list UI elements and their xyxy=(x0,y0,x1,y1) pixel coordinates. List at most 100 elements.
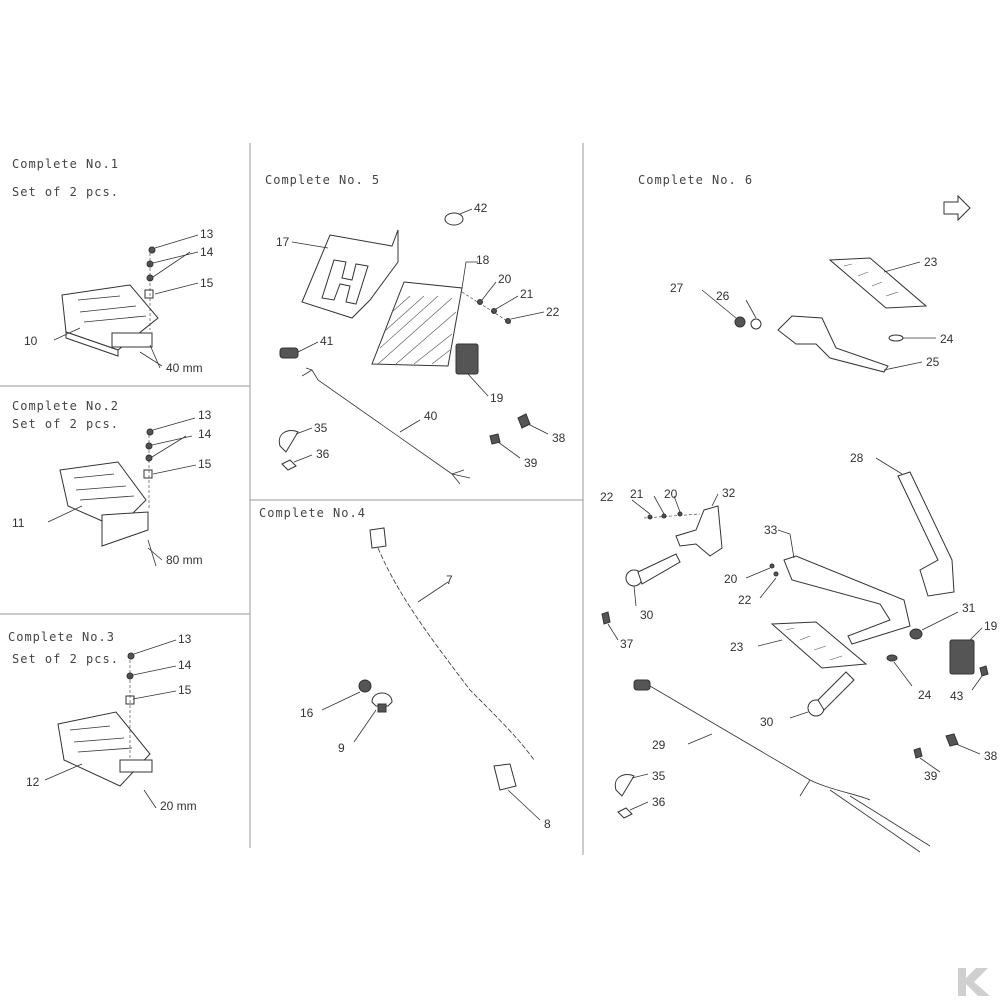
callout-23-top: 23 xyxy=(924,255,938,269)
skid-plate-12-lines xyxy=(69,725,133,753)
leader-38b xyxy=(955,743,981,755)
bolt-38 xyxy=(517,413,531,429)
callout-14b: 14 xyxy=(198,427,212,441)
panel-3-title: Complete No.3 xyxy=(8,630,115,644)
callout-18: 18 xyxy=(476,253,490,267)
callout-20b: 20 xyxy=(664,487,678,501)
lamp-19b xyxy=(949,639,975,675)
nut-15 xyxy=(144,289,154,299)
callout-36b: 36 xyxy=(652,795,666,809)
shackle-9-pin xyxy=(377,703,387,713)
callout-38b: 38 xyxy=(984,749,998,763)
callout-21b: 21 xyxy=(630,487,644,501)
screw-43 xyxy=(979,665,989,677)
callout-30: 30 xyxy=(640,608,654,622)
leader-38 xyxy=(527,423,549,435)
leader-30b xyxy=(789,711,809,719)
leader-35b xyxy=(631,773,649,779)
callout-19b: 19 xyxy=(984,619,998,633)
chain-7 xyxy=(377,547,535,761)
callout-43: 43 xyxy=(950,689,964,703)
leaders-1 xyxy=(53,234,199,369)
shackle-9 xyxy=(371,692,393,707)
callout-15c: 15 xyxy=(178,683,192,697)
panel-2-title: Complete No.2 xyxy=(12,399,119,413)
callout-29: 29 xyxy=(652,738,666,752)
chain-bracket-8 xyxy=(493,763,517,791)
leader-8 xyxy=(507,789,541,821)
leaders-26-27 xyxy=(701,289,757,319)
washer-21 xyxy=(491,308,497,314)
leader-19b xyxy=(969,627,983,641)
skid-plate-10-lines xyxy=(77,295,147,323)
cable-29 xyxy=(649,685,931,853)
callout-24-top: 24 xyxy=(940,332,954,346)
callout-8: 8 xyxy=(544,817,551,831)
nut-16 xyxy=(358,679,372,693)
callout-30b: 30 xyxy=(760,715,774,729)
callout-19: 19 xyxy=(490,391,504,405)
callout-14c: 14 xyxy=(178,658,192,672)
callout-35b: 35 xyxy=(652,769,666,783)
leader-25 xyxy=(883,361,923,371)
leader-39 xyxy=(497,441,521,459)
cable-gland-29 xyxy=(633,679,651,691)
leader-31 xyxy=(921,611,959,631)
panel-3-subtitle: Set of 2 pcs. xyxy=(12,652,119,666)
plate-23-texture xyxy=(843,263,899,297)
panel-5-title: Complete No. 5 xyxy=(265,173,380,187)
callout-26: 26 xyxy=(716,289,730,303)
reflector-plate-23-top xyxy=(828,257,928,309)
direction-arrow-icon xyxy=(943,194,971,222)
callout-37: 37 xyxy=(620,637,634,651)
reflector-plate-23-lower xyxy=(770,621,868,669)
crossbar-33 xyxy=(783,555,911,645)
leaders-3 xyxy=(44,639,177,809)
dimension-2: 80 mm xyxy=(166,553,203,567)
leaders-20-22 xyxy=(481,281,545,320)
callout-13c: 13 xyxy=(178,632,192,646)
skid-plate-12 xyxy=(57,711,151,787)
cable-tie-35b xyxy=(614,774,635,797)
leader-29 xyxy=(687,733,713,745)
leader-7 xyxy=(417,581,449,603)
plate-18-hatch xyxy=(377,295,457,365)
dimension-1: 40 mm xyxy=(166,361,203,375)
chain-end-link-7 xyxy=(369,527,387,549)
spacer-24-lower xyxy=(886,654,898,662)
skid-plate-10-edge xyxy=(65,331,119,357)
bracket-32 xyxy=(675,505,723,557)
leader-35 xyxy=(295,427,313,435)
callout-20: 20 xyxy=(498,272,512,286)
callout-31: 31 xyxy=(962,601,976,615)
panel-complete-6: Complete No. 6 23 27 26 25 24 28 22 xyxy=(600,173,998,853)
leader-19 xyxy=(467,373,489,397)
callout-42: 42 xyxy=(474,201,488,215)
leader-43 xyxy=(971,675,983,691)
callout-7: 7 xyxy=(446,573,453,587)
callout-33: 33 xyxy=(764,523,778,537)
leader-24-lower xyxy=(893,661,913,687)
logo-mark xyxy=(958,968,990,996)
bolt-13c xyxy=(127,652,135,660)
skid-plate-12-mount xyxy=(119,759,153,773)
dimension-3: 20 mm xyxy=(160,799,197,813)
arm-28 xyxy=(897,471,955,597)
leader-28 xyxy=(875,457,903,475)
callout-27: 27 xyxy=(670,281,684,295)
tie-base-36 xyxy=(281,459,297,471)
panel-2-subtitle: Set of 2 pcs. xyxy=(12,417,119,431)
leaders-32 xyxy=(631,493,719,515)
screw-39b xyxy=(913,747,923,759)
plate-23-lower-texture xyxy=(785,627,843,661)
leader-36 xyxy=(293,454,313,463)
panel-complete-2: Complete No.2 Set of 2 pcs. 13 14 15 11 … xyxy=(12,399,212,567)
leader-40 xyxy=(399,419,421,433)
callout-23-lower: 23 xyxy=(730,640,744,654)
callout-36: 36 xyxy=(316,447,330,461)
callout-22c: 22 xyxy=(738,593,752,607)
brand-logo-icon xyxy=(958,968,990,996)
panel-1-subtitle: Set of 2 pcs. xyxy=(12,185,119,199)
